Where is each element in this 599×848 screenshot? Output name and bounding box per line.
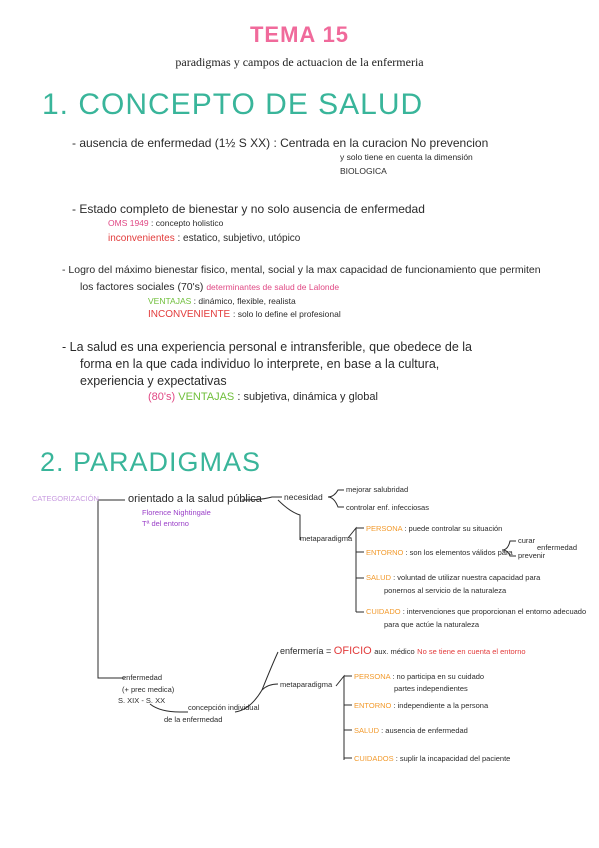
cuidados2-text: : suplir la incapacidad del paciente — [395, 754, 511, 763]
enfermedad-node: enfermedad — [122, 673, 163, 682]
s1-bullet4-vent: (80's) VENTAJAS : subjetiva, dinámica y … — [148, 391, 378, 403]
s1-bullet3-line2: los factores sociales (70's) determinant… — [80, 281, 339, 293]
year-80s: (80's) — [148, 391, 176, 403]
siglos: S. XIX - S. XX — [118, 696, 166, 705]
oficio-note: No se tiene en cuenta el entorno — [417, 647, 526, 656]
concepcion-node2: de la enfermedad — [164, 715, 223, 724]
persona2-label: PERSONA — [354, 672, 391, 681]
persona2-row: PERSONA : no participa en su cuidado — [354, 672, 484, 681]
s1-bullet4-line2: forma en la que cada individuo lo interp… — [80, 357, 440, 371]
entorno1-row: ENTORNO : son los elementos válidos para — [366, 548, 513, 557]
page-subtitle: paradigmas y campos de actuacion de la e… — [175, 55, 424, 69]
cuidado1-label: CUIDADO — [366, 607, 401, 616]
inconvenientes-text: : estatico, subjetivo, utópico — [177, 233, 301, 244]
mejorar-node: mejorar salubridad — [346, 485, 409, 494]
s1-bullet3-inc: INCONVENIENTE : solo lo define el profes… — [148, 309, 341, 320]
s1-bullet3-vent: VENTAJAS : dinámico, flexible, realista — [148, 296, 296, 306]
entorno1-text: : son los elementos válidos para — [405, 548, 513, 557]
cuidados2-label: CUIDADOS — [354, 754, 394, 763]
prevenir-node: prevenir — [518, 551, 546, 560]
persona1-label: PERSONA — [366, 524, 403, 533]
persona1-row: PERSONA : puede controlar su situación — [366, 524, 502, 533]
s1-bullet1-line3: BIOLOGICA — [340, 166, 387, 176]
inconveniente-text: : solo lo define el profesional — [233, 309, 341, 319]
orientado-node: orientado a la salud pública — [128, 493, 262, 505]
necesidad-node: necesidad — [284, 492, 323, 502]
metaparadigma2-node: metaparadigma — [280, 680, 333, 689]
oficio-label: OFICIO — [333, 645, 372, 657]
entorno2-label: ENTORNO — [354, 701, 392, 710]
salud2-label: SALUD — [354, 726, 380, 735]
section2-heading: 2. PARADIGMAS — [40, 447, 262, 477]
entorno1-label: ENTORNO — [366, 548, 404, 557]
ventajas2-text: : subjetiva, dinámica y global — [237, 391, 378, 403]
prec-medica: (+ prec medica) — [122, 685, 175, 694]
oms-text: : concepto holistico — [151, 218, 224, 228]
controlar-node: controlar enf. infecciosas — [346, 503, 429, 512]
salud2-row: SALUD : ausencia de enfermedad — [354, 726, 468, 735]
inconveniente-label: INCONVENIENTE — [148, 309, 231, 320]
enfermeria-row: enfermería = OFICIO aux. médico No se ti… — [280, 645, 526, 657]
entorno2-row: ENTORNO : independiente a la persona — [354, 701, 488, 710]
s1-bullet4-line3: experiencia y expectativas — [80, 374, 227, 388]
cuidados2-row: CUIDADOS : suplir la incapacidad del pac… — [354, 754, 510, 763]
entorno-theory-label: Tª del entorno — [142, 519, 189, 528]
florence-label: Florence Nightingale — [142, 508, 211, 517]
persona2-text2: partes independientes — [394, 684, 468, 693]
oms-label: OMS 1949 — [108, 218, 149, 228]
ventajas2-label: VENTAJAS — [178, 391, 235, 403]
s1-bullet1-line1: - ausencia de enfermedad (1½ S XX) : Cen… — [72, 136, 489, 150]
section1-heading: 1. CONCEPTO DE SALUD — [42, 88, 424, 121]
factores-text: los factores sociales (70's) — [80, 281, 204, 293]
entorno2-text: : independiente a la persona — [393, 701, 489, 710]
cuidado1-row: CUIDADO : intervenciones que proporciona… — [366, 607, 586, 616]
page-title: TEMA 15 — [249, 22, 350, 47]
salud2-text: : ausencia de enfermedad — [381, 726, 468, 735]
categorizacion-label: CATEGORIZACIÓN — [32, 494, 99, 503]
metaparadigma-node: metaparadigma — [300, 534, 353, 543]
s1-bullet2-inc: inconvenientes : estatico, subjetivo, ut… — [108, 233, 300, 244]
s1-bullet2-line1: - Estado completo de bienestar y no solo… — [72, 202, 425, 216]
ventajas-text: : dinámico, flexible, realista — [193, 296, 296, 306]
cuidado1-text2: para que actúe la naturaleza — [384, 620, 480, 629]
salud1-row: SALUD : voluntad de utilizar nuestra cap… — [366, 573, 540, 582]
enfermeria-label: enfermería = — [280, 646, 332, 656]
s1-bullet3-line1: - Logro del máximo bienestar fisico, men… — [62, 264, 541, 276]
concepcion-node: concepción individual — [188, 703, 260, 712]
cuidado1-text: : intervenciones que proporcionan el ent… — [402, 607, 587, 616]
curar-node: curar — [518, 536, 536, 545]
s1-bullet4-line1: - La salud es una experiencia personal e… — [62, 340, 472, 354]
inconvenientes-label: inconvenientes — [108, 233, 175, 244]
persona2-text: : no participa en su cuidado — [392, 672, 485, 681]
lalonde-text: determinantes de salud de Lalonde — [206, 282, 340, 292]
ventajas-label: VENTAJAS — [148, 296, 192, 306]
s1-bullet2-oms: OMS 1949 : concepto holistico — [108, 218, 223, 228]
persona1-text: : puede controlar su situación — [404, 524, 503, 533]
salud1-text: : voluntad de utilizar nuestra capacidad… — [393, 573, 541, 582]
enfermedad-word: enfermedad — [537, 543, 578, 552]
oficio-text: aux. médico — [374, 647, 415, 656]
s1-bullet1-line2: y solo tiene en cuenta la dimensión — [340, 152, 473, 162]
salud1-label: SALUD — [366, 573, 392, 582]
salud1-text2: ponernos al servicio de la naturaleza — [384, 586, 507, 595]
